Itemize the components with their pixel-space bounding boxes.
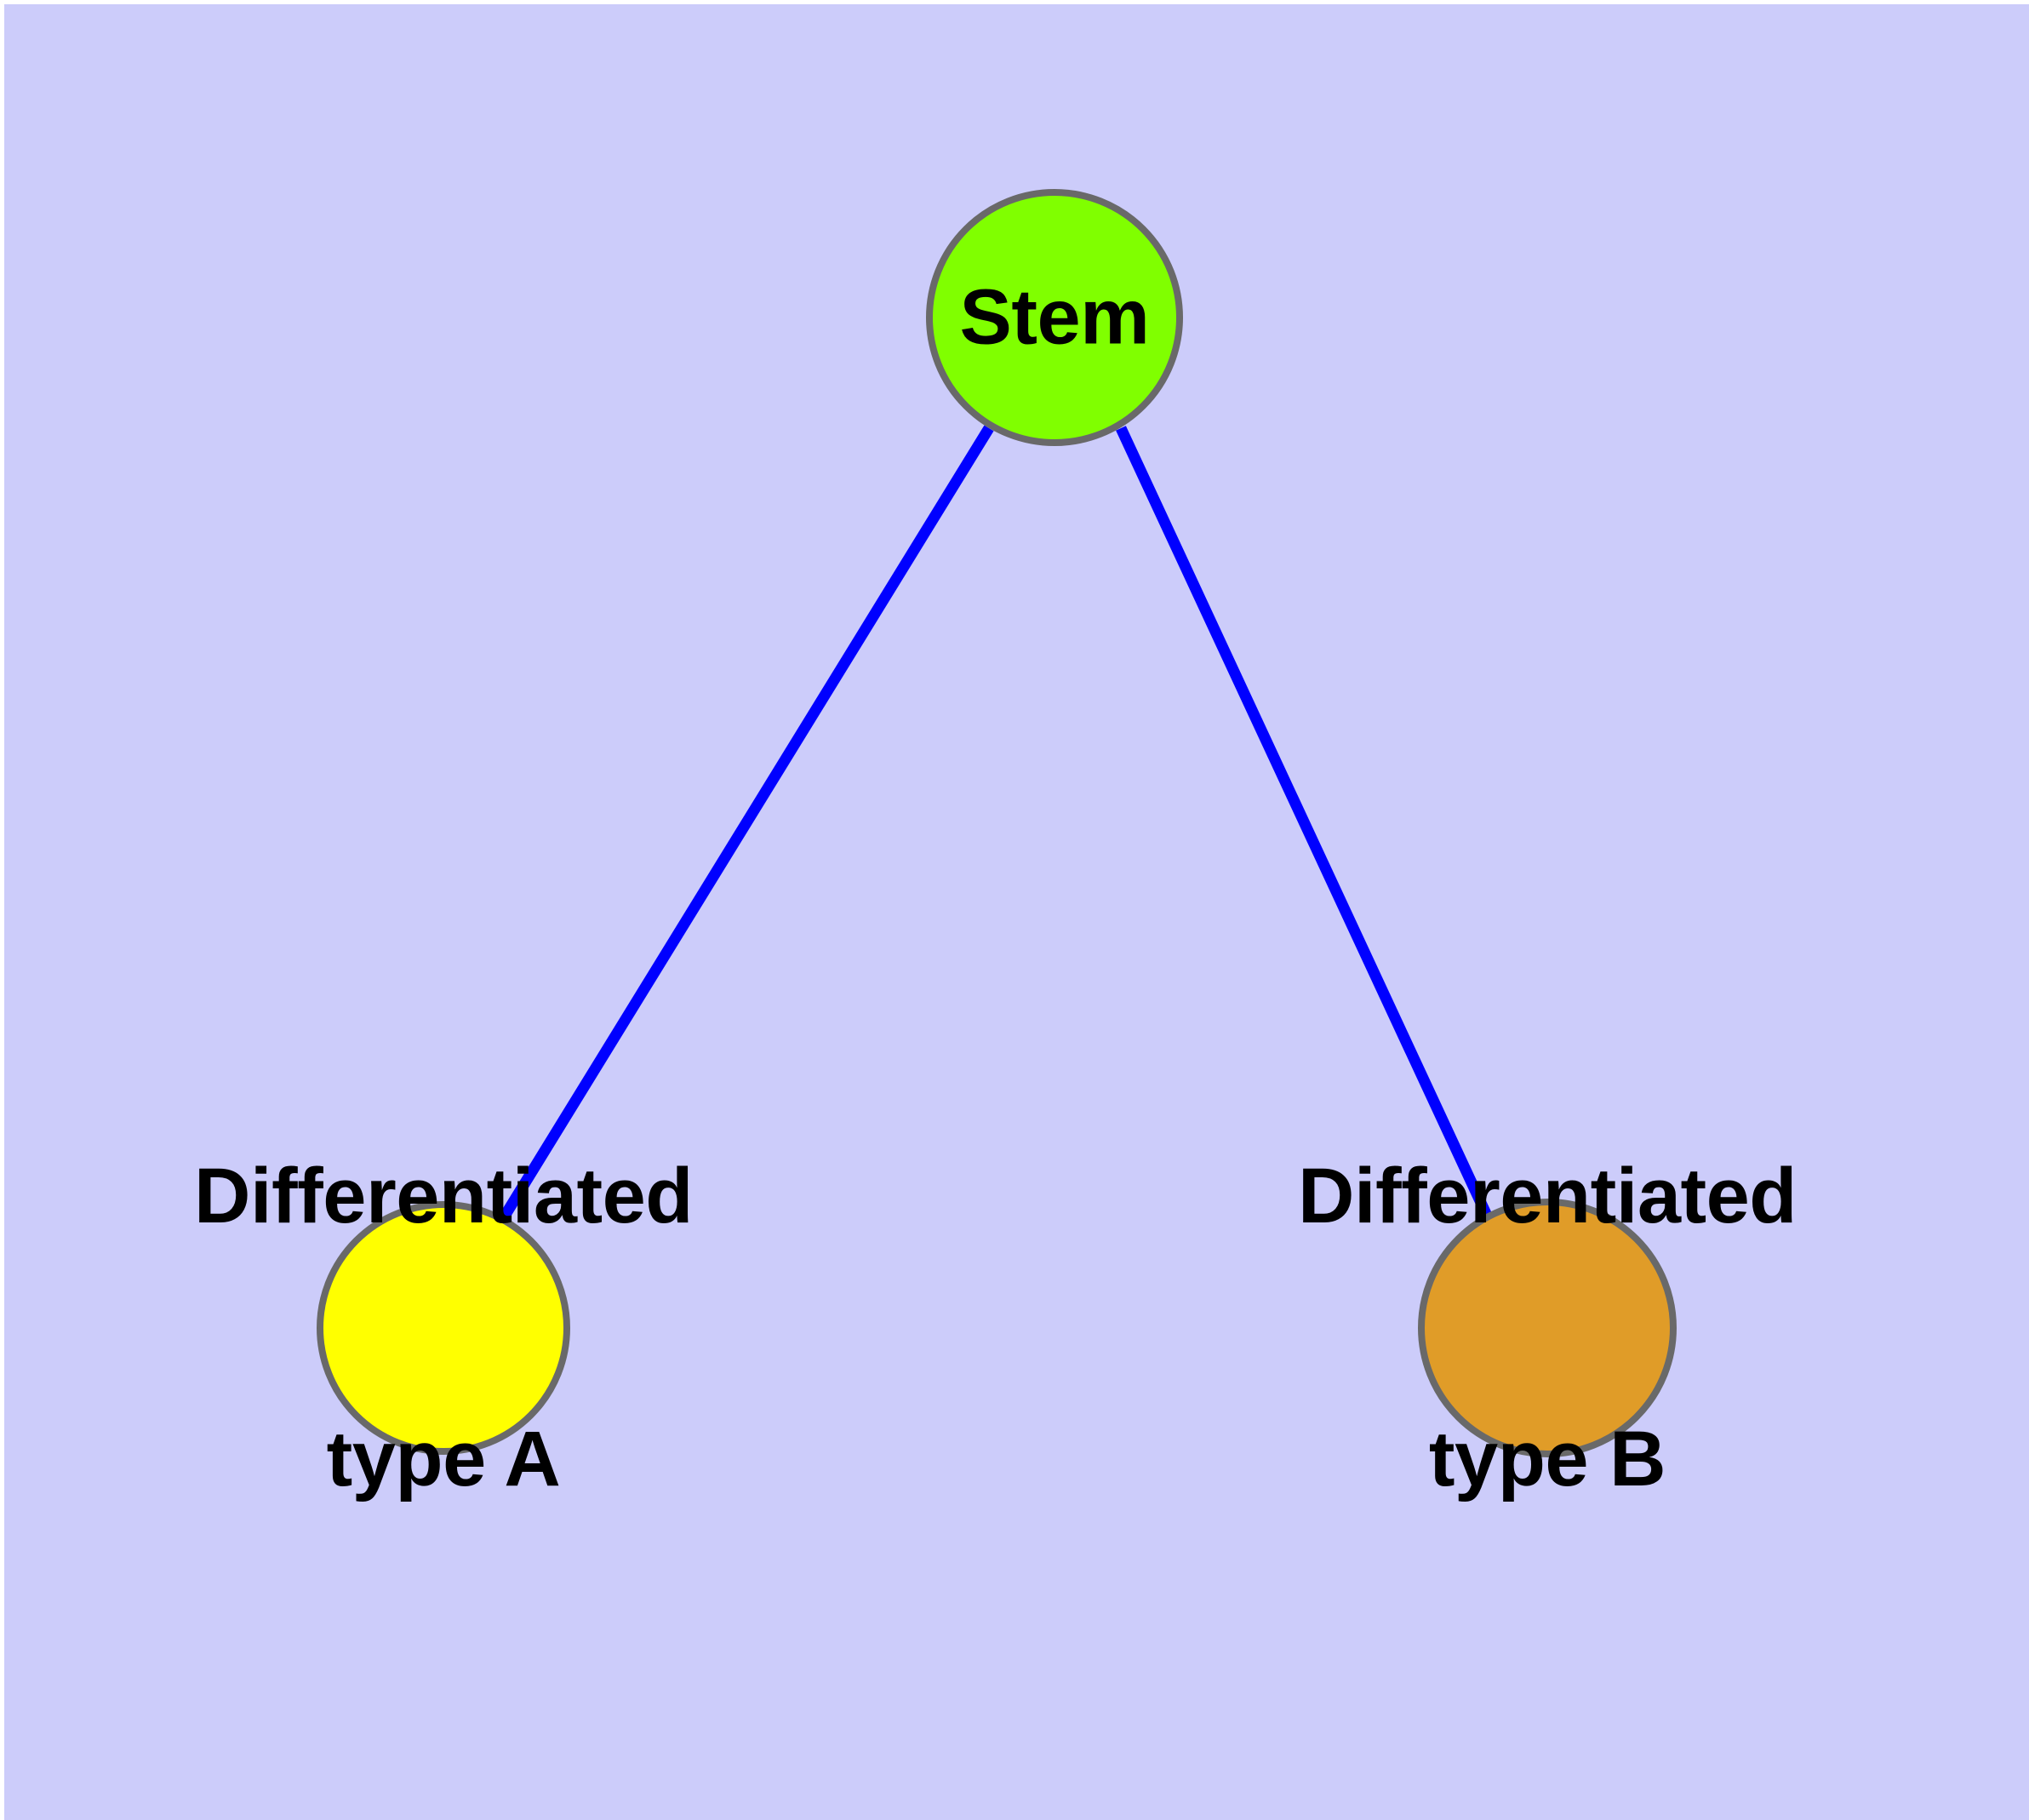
node-differentiated-type-a[interactable] bbox=[317, 1201, 570, 1455]
node-differentiated-type-b[interactable] bbox=[1418, 1199, 1677, 1457]
edge-layer bbox=[499, 425, 1493, 1221]
node-stem[interactable] bbox=[926, 189, 1183, 446]
edge-stem-differentiated-type-a[interactable] bbox=[499, 425, 994, 1221]
edge-stem-differentiated-type-b[interactable] bbox=[1116, 426, 1493, 1220]
node-layer bbox=[317, 189, 1677, 1457]
